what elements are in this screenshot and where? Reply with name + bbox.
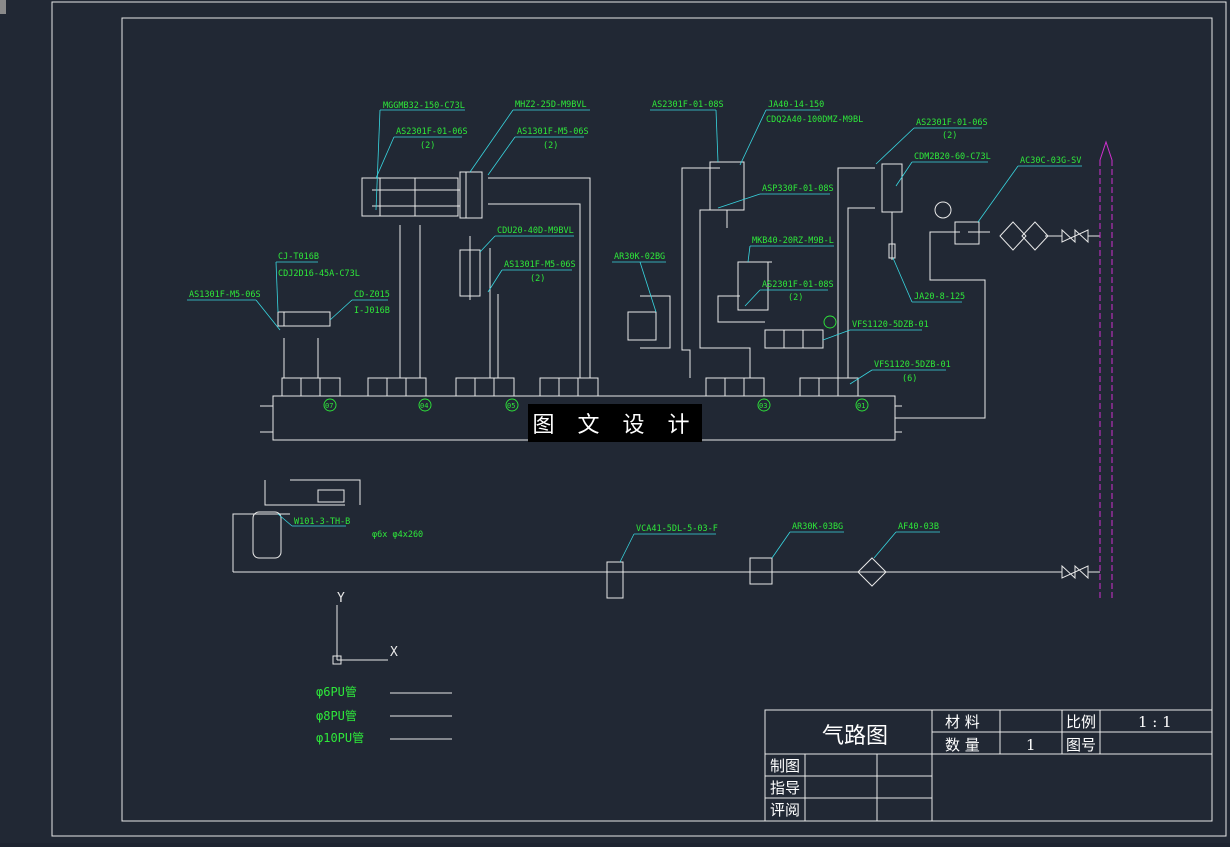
legend-label-8pu: φ8PU管 [316, 708, 357, 723]
legend-label-10pu: φ10PU管 [316, 730, 364, 745]
scale-label: 比例 [1066, 713, 1096, 731]
solenoid-valve-3 [455, 377, 515, 397]
part-label-23: VFS1120-5DZB-01 [852, 320, 929, 330]
corner-marker [0, 0, 6, 14]
part-label-2: AS2301F-01-06S [396, 127, 468, 137]
part-label-31: W101-3-TH-B [294, 517, 350, 527]
valve-number-4: 03 [759, 402, 767, 410]
legend-lines [390, 692, 452, 740]
part-label-9: (2) [530, 274, 545, 284]
cylinder-cdm2b20 [881, 163, 903, 260]
part-label-20: CDM2B20-60-C73L [914, 152, 991, 162]
part-label-18: AS2301F-01-06S [916, 118, 988, 128]
solenoid-valve-1 [281, 377, 341, 397]
part-label-14: AR30K-02BG [614, 252, 665, 262]
part-label-35: AF40-03B [898, 522, 939, 532]
part-label-28: AS1301F-M5-06S [189, 290, 261, 300]
bottom-filter-unit [606, 311, 1089, 599]
part-label-13: ASP330F-01-08S [762, 184, 834, 194]
outer-frame [51, 1, 1227, 837]
cylinder-mkb40 [737, 261, 772, 311]
filter-regulator-unit [934, 201, 1089, 251]
valve-number-2: 04 [420, 402, 428, 410]
valve-number-circles [323, 315, 869, 412]
scale-value: 1 : 1 [1138, 713, 1172, 731]
solenoid-valve-7 [764, 329, 824, 349]
valve-number-1: 07 [325, 402, 333, 410]
watermark: 图 文 设 计 [528, 404, 702, 442]
part-label-33: VCA41-5DL-5-03-F [636, 524, 718, 534]
solenoid-valve-5 [705, 377, 765, 397]
oil-bottle [252, 489, 345, 559]
valve-number-5: 01 [857, 402, 865, 410]
part-label-1: MGGMB32-150-C73L [383, 101, 465, 111]
solenoid-valve-4 [539, 377, 599, 397]
part-label-22: JA20-8-125 [914, 292, 965, 302]
valve-number-3: 05 [507, 402, 515, 410]
supply-pipe [1099, 140, 1113, 600]
quantity-value: 1 [1026, 736, 1036, 754]
guide-label: 指导 [770, 779, 800, 797]
part-label-15: MKB40-20RZ-M9B-L [752, 236, 834, 246]
legend-label-6pu: φ6PU管 [316, 684, 357, 699]
part-label-17: (2) [788, 293, 803, 303]
piping [232, 167, 1100, 573]
part-label-34: AR30K-03BG [792, 522, 843, 532]
part-label-26: CJ-T016B [278, 252, 319, 262]
part-label-29: CD-Z015 [354, 290, 390, 300]
axis-x-label: X [390, 645, 398, 660]
part-label-3: (2) [420, 141, 435, 151]
part-label-24: VFS1120-5DZB-01 [874, 360, 951, 370]
axis-y-label: Y [337, 591, 345, 606]
cylinder-cdu20 [459, 236, 481, 300]
solenoid-valve-6 [799, 377, 859, 397]
part-label-27: CDJ2D16-45A-C73L [278, 269, 360, 279]
solenoid-valve-2 [367, 377, 427, 397]
part-label-12: CDQ2A40-100DMZ-M9BL [766, 115, 863, 125]
part-label-6: (2) [543, 141, 558, 151]
ucs-axes [332, 605, 388, 665]
cylinder-cdj2d16 [277, 311, 331, 327]
label-leaders [187, 109, 1082, 563]
material-label: 材 料 [945, 713, 980, 731]
inner-frame [121, 17, 1213, 822]
part-label-32: φ6x φ4x260 [372, 530, 423, 540]
part-label-11: JA40-14-150 [768, 100, 824, 110]
part-label-19: (2) [942, 131, 957, 141]
title-block [764, 709, 1213, 822]
cylinder-mggmb32 [361, 177, 460, 217]
part-label-4: MHZ2-25D-M9BVL [515, 100, 587, 110]
cylinder-cdq2a40 [709, 161, 745, 228]
part-label-16: AS2301F-01-08S [762, 280, 834, 290]
part-label-7: CDU20-40D-M9BVL [497, 226, 574, 236]
drawing-title: 气路图 [822, 724, 888, 749]
part-label-30: I-J016B [354, 306, 390, 316]
quantity-label: 数 量 [945, 736, 980, 754]
review-label: 评阅 [770, 801, 800, 819]
part-label-25: (6) [902, 374, 917, 384]
part-label-10: AS2301F-01-08S [652, 100, 724, 110]
part-label-8: AS1301F-M5-06S [504, 260, 576, 270]
drawing-number-label: 图号 [1066, 736, 1096, 754]
drawn-by-label: 制图 [770, 757, 800, 775]
part-label-21: AC30C-03G-SV [1020, 156, 1081, 166]
gripper-mhz2 [459, 171, 483, 219]
part-label-5: AS1301F-M5-06S [517, 127, 589, 137]
